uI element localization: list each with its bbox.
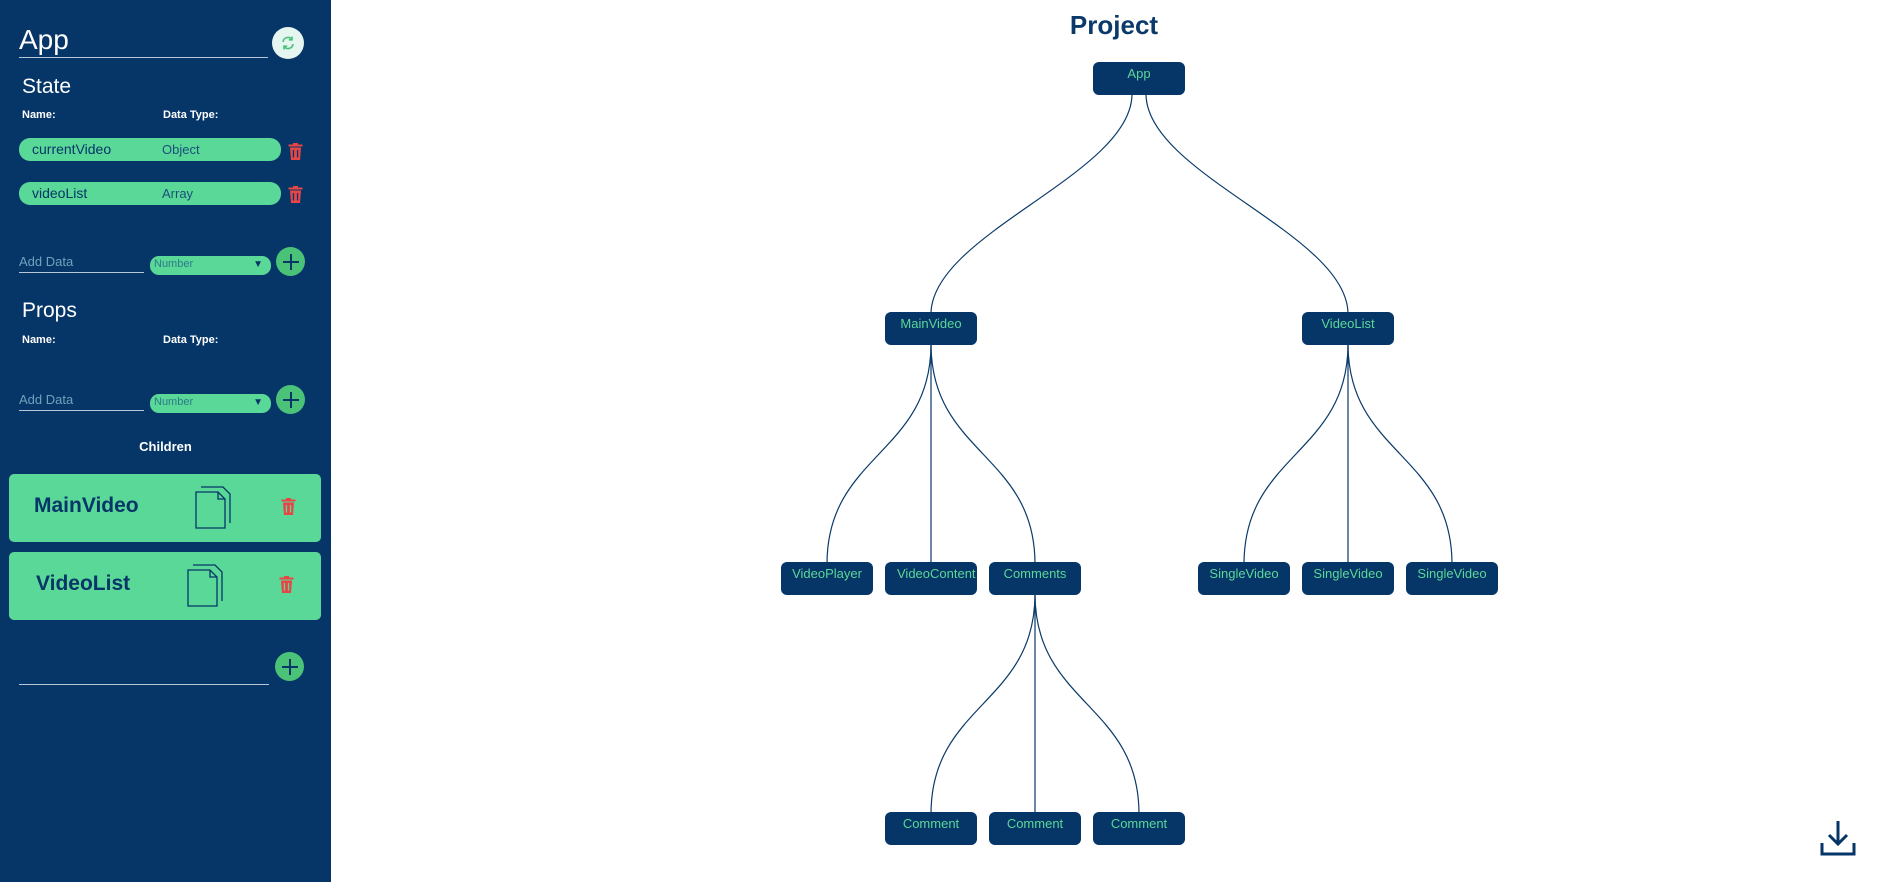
download-icon bbox=[1820, 821, 1856, 856]
props-name-header: Name: bbox=[22, 334, 56, 346]
node-comment[interactable]: Comment bbox=[989, 812, 1081, 845]
trash-icon bbox=[288, 186, 303, 203]
node-singlevideo[interactable]: SingleVideo bbox=[1302, 562, 1394, 595]
caret-down-icon: ▼ bbox=[253, 259, 263, 270]
node-comment[interactable]: Comment bbox=[1093, 812, 1185, 845]
link-videolist-singlevideo-3 bbox=[1347, 343, 1453, 565]
state-name: videoList bbox=[32, 185, 88, 201]
children-title: Children bbox=[139, 439, 192, 454]
node-comments[interactable]: Comments bbox=[989, 562, 1081, 595]
delete-state-button[interactable] bbox=[288, 143, 303, 165]
delete-child-button[interactable] bbox=[279, 576, 294, 598]
delete-state-button[interactable] bbox=[288, 186, 303, 208]
props-title: Props bbox=[22, 299, 77, 322]
trash-icon bbox=[281, 498, 296, 515]
node-mainvideo[interactable]: MainVideo bbox=[885, 312, 977, 345]
child-name: MainVideo bbox=[34, 494, 139, 517]
link-comments-comment-1 bbox=[930, 593, 1036, 815]
refresh-button[interactable] bbox=[272, 27, 304, 59]
state-type-select[interactable]: Number ▼ bbox=[150, 256, 271, 275]
link-mainvideo-comments bbox=[930, 343, 1036, 565]
child-card-videolist[interactable]: VideoList bbox=[9, 552, 321, 620]
copy-child-button[interactable] bbox=[194, 486, 232, 535]
sidebar: App State Name: Data Type: currentVideo … bbox=[0, 0, 331, 882]
child-name: VideoList bbox=[36, 572, 131, 595]
state-name: currentVideo bbox=[32, 141, 112, 157]
new-child-input[interactable] bbox=[19, 660, 269, 685]
link-comments-comment-3 bbox=[1034, 593, 1140, 815]
link-app-mainvideo bbox=[930, 93, 1133, 315]
node-videocontent[interactable]: VideoContent bbox=[885, 562, 977, 595]
state-type-select-value: Number bbox=[154, 258, 194, 270]
node-app[interactable]: App bbox=[1093, 62, 1185, 95]
props-type-header: Data Type: bbox=[163, 334, 219, 346]
link-app-videolist bbox=[1145, 93, 1349, 315]
tree-canvas: Project App MainVideo VideoList VideoPla… bbox=[331, 0, 1881, 882]
state-type: Object bbox=[162, 142, 200, 157]
delete-child-button[interactable] bbox=[281, 498, 296, 520]
state-row[interactable]: videoList Array bbox=[19, 182, 281, 205]
copy-icon bbox=[187, 564, 223, 607]
link-mainvideo-videoplayer bbox=[826, 343, 932, 565]
prop-type-select[interactable]: Number ▼ bbox=[150, 394, 271, 413]
plus-icon bbox=[281, 658, 298, 675]
node-singlevideo[interactable]: SingleVideo bbox=[1198, 562, 1290, 595]
add-child-button[interactable] bbox=[275, 652, 304, 681]
node-videoplayer[interactable]: VideoPlayer bbox=[781, 562, 873, 595]
node-videolist[interactable]: VideoList bbox=[1302, 312, 1394, 345]
download-button[interactable] bbox=[1818, 818, 1858, 858]
component-name-input[interactable]: App bbox=[19, 22, 268, 58]
add-state-button[interactable] bbox=[276, 247, 305, 276]
state-title: State bbox=[22, 75, 72, 98]
trash-icon bbox=[288, 143, 303, 160]
node-singlevideo[interactable]: SingleVideo bbox=[1406, 562, 1498, 595]
state-type-header: Data Type: bbox=[163, 109, 219, 121]
node-comment[interactable]: Comment bbox=[885, 812, 977, 845]
link-videolist-singlevideo-1 bbox=[1243, 343, 1349, 565]
tree-links bbox=[826, 93, 1453, 815]
caret-down-icon: ▼ bbox=[253, 397, 263, 408]
state-name-header: Name: bbox=[22, 109, 56, 121]
refresh-icon bbox=[282, 36, 294, 50]
copy-icon bbox=[195, 486, 231, 529]
plus-icon bbox=[282, 253, 299, 270]
copy-child-button[interactable] bbox=[186, 564, 224, 613]
tree-title: Project bbox=[1069, 10, 1159, 40]
add-state-input[interactable]: Add Data bbox=[19, 251, 144, 273]
trash-icon bbox=[279, 576, 294, 593]
plus-icon bbox=[282, 391, 299, 408]
state-row[interactable]: currentVideo Object bbox=[19, 138, 281, 161]
state-type: Array bbox=[162, 186, 194, 201]
child-card-mainvideo[interactable]: MainVideo bbox=[9, 474, 321, 542]
add-prop-button[interactable] bbox=[276, 385, 305, 414]
prop-type-select-value: Number bbox=[154, 396, 194, 408]
add-prop-input[interactable]: Add Data bbox=[19, 389, 144, 411]
